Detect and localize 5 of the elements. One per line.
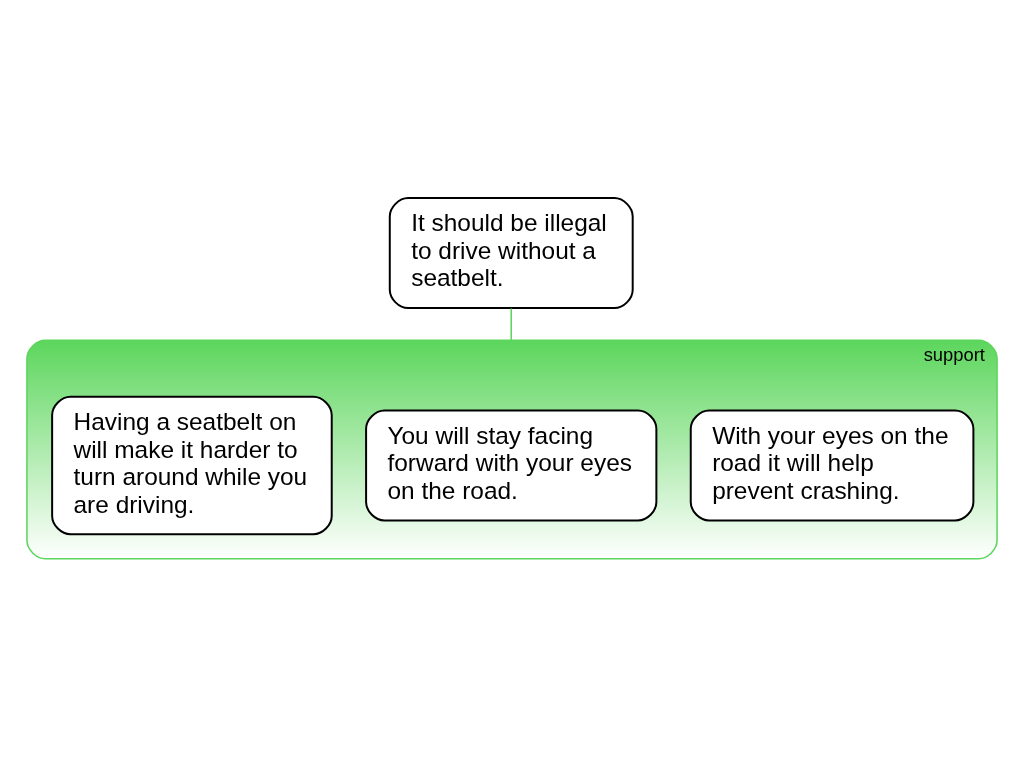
node-box: With your eyes on the road it will help prevent crashing. [689,408,975,521]
connector [510,307,512,341]
node-box: You will stay facing forward with your eyes on the road. [365,408,658,521]
node-box: Having a seatbelt on will make it harder to turn around while you are driving. [51,395,333,535]
node-box: It should be illegal to drive without a seatbelt. [388,196,634,309]
